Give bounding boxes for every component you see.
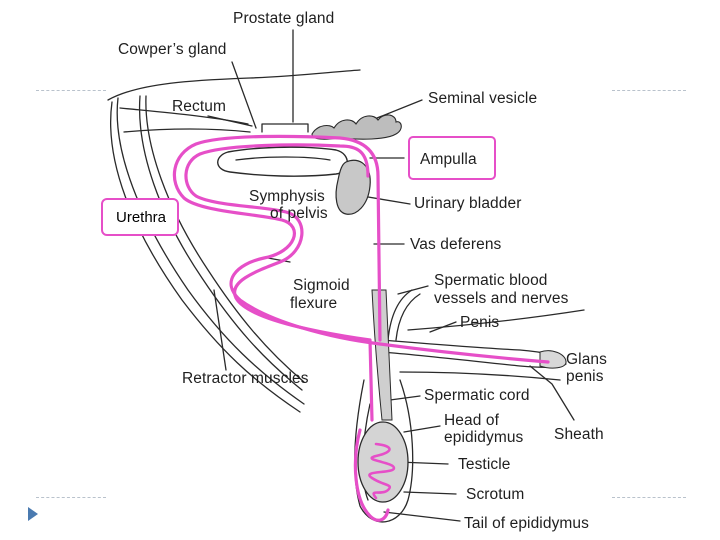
penis-upper bbox=[381, 339, 567, 363]
slide-guide-top-left bbox=[36, 90, 106, 91]
vas-deferens-path bbox=[184, 143, 374, 422]
vessel-line-2 bbox=[395, 293, 421, 341]
pelvic-wall-3 bbox=[138, 95, 303, 391]
label-head-of-1: Head of bbox=[444, 412, 499, 429]
label-sigmoid-2: flexure bbox=[290, 295, 338, 312]
seminal-vesicle bbox=[311, 114, 402, 140]
spermatic-cord bbox=[371, 289, 393, 421]
ampulla-highlight-box bbox=[408, 136, 496, 180]
label-head-of-2: epididymus bbox=[444, 429, 524, 446]
label-spermatic-cord: Spermatic cord bbox=[424, 387, 530, 404]
rectum-line-lower bbox=[123, 128, 251, 133]
testicle-coil bbox=[368, 442, 396, 500]
label-rectum: Rectum bbox=[172, 98, 227, 115]
urethra-callout-label: Urethra bbox=[116, 209, 167, 226]
label-glans-1: Glans bbox=[566, 351, 607, 368]
symphysis-inner bbox=[235, 156, 331, 161]
pelvic-wall-2 bbox=[116, 97, 305, 405]
label-penis: Penis bbox=[460, 314, 500, 331]
slide-guide-top-right bbox=[612, 90, 686, 91]
label-testicle: Testicle bbox=[458, 456, 511, 473]
label-vas-deferens: Vas deferens bbox=[410, 236, 502, 253]
scrotum-outline bbox=[354, 379, 414, 523]
urethra-path bbox=[172, 134, 550, 364]
sheath-line bbox=[399, 371, 561, 381]
pelvic-wall-1 bbox=[110, 101, 301, 413]
urethra-callout-box: Urethra bbox=[101, 198, 179, 236]
symphysis-bone bbox=[217, 146, 348, 177]
slide-guide-bottom-right bbox=[612, 497, 686, 498]
slide-guide-bottom-left bbox=[36, 497, 106, 498]
label-scrotum: Scrotum bbox=[466, 486, 525, 503]
label-sheath: Sheath bbox=[554, 426, 604, 443]
label-glans-2: penis bbox=[566, 368, 604, 385]
label-ampulla: Ampulla bbox=[420, 151, 477, 168]
urinary-bladder bbox=[335, 159, 371, 215]
label-spermatic-blood-1: Spermatic blood bbox=[434, 272, 548, 289]
label-sigmoid-1: Sigmoid bbox=[293, 277, 350, 294]
label-tail-of-epididymus: Tail of epididymus bbox=[464, 515, 589, 532]
prostate-bracket bbox=[261, 123, 309, 133]
vessel-line-1 bbox=[387, 289, 413, 341]
label-symphysis-1: Symphysis bbox=[249, 188, 325, 205]
bullet-arrow-icon bbox=[28, 507, 38, 521]
epididymus-path bbox=[353, 428, 390, 522]
label-seminal-vesicle: Seminal vesicle bbox=[428, 90, 538, 107]
label-urinary-bladder: Urinary bladder bbox=[414, 195, 522, 212]
pelvic-wall-4 bbox=[145, 95, 305, 383]
label-symphysis-2: of pelvis bbox=[270, 205, 328, 222]
label-prostate-gland: Prostate gland bbox=[233, 10, 335, 27]
label-spermatic-blood-2: vessels and nerves bbox=[434, 290, 569, 307]
body-outline bbox=[107, 69, 361, 101]
glans bbox=[539, 350, 567, 369]
label-cowpers-gland: Cowper’s gland bbox=[118, 41, 227, 58]
penis-top-line bbox=[407, 309, 585, 331]
label-retractor-muscles: Retractor muscles bbox=[182, 370, 309, 387]
